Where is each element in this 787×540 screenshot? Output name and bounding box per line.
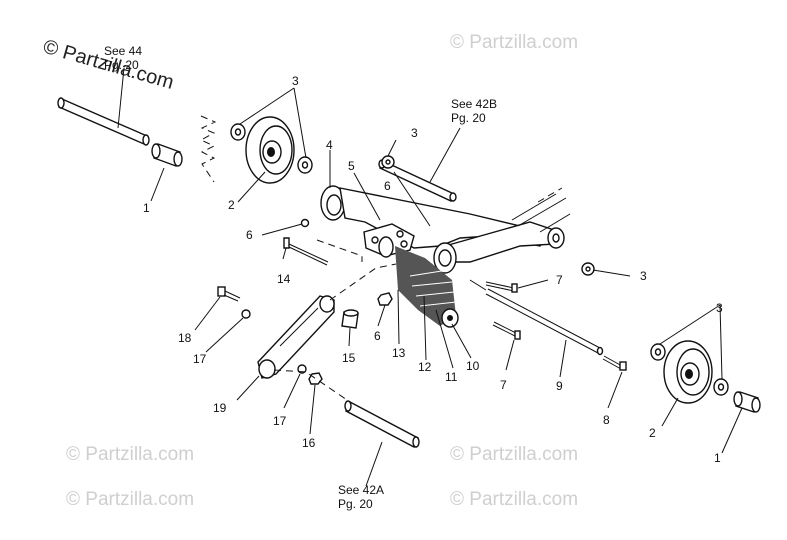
callout-14: 14: [277, 272, 291, 286]
callout-6-top: 6: [384, 179, 391, 193]
long-shaft: [469, 279, 604, 356]
ref-see-44-line1: See 44: [104, 44, 142, 58]
lower-link-arm: [257, 295, 335, 379]
callout-6-left: 6: [246, 228, 253, 242]
bolt-7-bottom: [492, 321, 521, 340]
ref-see-42a-line1: See 42A: [338, 483, 384, 497]
nut-6-lower: [377, 292, 393, 306]
callout-13: 13: [392, 346, 406, 360]
left-shaft: [57, 97, 150, 146]
bolt-14: [283, 237, 329, 266]
washer-17-top: [241, 309, 251, 319]
callout-2-right: 2: [649, 426, 656, 440]
callout-5: 5: [348, 159, 355, 173]
right-wheel: [663, 340, 713, 404]
bolt-7-top: [485, 281, 518, 293]
assembly-path-upper-right: [537, 187, 563, 203]
callout-3-mid: 3: [411, 126, 418, 140]
ref-see-42a-line2: Pg. 20: [338, 497, 373, 511]
washer-right-top: [581, 262, 595, 276]
callout-7-top: 7: [556, 273, 563, 287]
callout-1-right: 1: [714, 451, 721, 465]
callout-2-left: 2: [228, 198, 235, 212]
lower-shaft: [344, 400, 420, 448]
left-washer-inner: [297, 156, 313, 174]
right-washer-inner: [713, 378, 729, 396]
nut-16: [308, 372, 323, 385]
leader-lines: [117, 67, 743, 487]
watermark-bottom-left: © Partzilla.com: [66, 444, 194, 465]
callout-9: 9: [556, 379, 563, 393]
assembly-path-bolt: [316, 239, 363, 262]
callout-10: 10: [466, 359, 480, 373]
left-spacer-tube: [151, 143, 183, 167]
left-washer-outer: [230, 123, 246, 141]
callout-17-top: 17: [193, 352, 207, 366]
callout-16: 16: [302, 436, 316, 450]
bolt-8: [602, 355, 627, 371]
assembly-path-lower: [329, 263, 397, 301]
callout-11: 11: [445, 370, 458, 384]
nut-top: [300, 218, 310, 228]
callout-12: 12: [418, 360, 432, 374]
watermark-bottom-left-2: © Partzilla.com: [66, 489, 194, 510]
left-wheel: [245, 116, 295, 184]
callout-6-bottom: 6: [374, 329, 381, 343]
right-spacer-tube: [733, 391, 761, 413]
callout-15: 15: [342, 351, 356, 365]
callout-17-bottom: 17: [273, 414, 287, 428]
callout-4: 4: [326, 138, 333, 152]
right-washer-outer: [650, 343, 666, 361]
callout-18: 18: [178, 331, 192, 345]
watermark-group: © Partzilla.com © Partzilla.com © Partzi…: [66, 32, 578, 510]
callout-8: 8: [603, 413, 610, 427]
shock-spring: [378, 236, 459, 328]
ref-see-42b-line1: See 42B: [451, 97, 497, 111]
callout-19: 19: [213, 401, 227, 415]
callout-7-bottom: 7: [500, 378, 507, 392]
assembly-path-left: [199, 115, 217, 183]
watermark-bottom-right: © Partzilla.com: [450, 444, 578, 465]
callout-3-right: 3: [640, 269, 647, 283]
callout-3-top: 3: [292, 74, 299, 88]
ref-see-44-line2: Pg. 20: [104, 58, 139, 72]
watermark-top-right: © Partzilla.com: [450, 32, 578, 53]
ref-see-42b-line2: Pg. 20: [451, 111, 486, 125]
callout-3-far: 3: [716, 301, 723, 315]
bushing-15: [341, 309, 359, 329]
washer-17-bottom: [297, 364, 307, 374]
upper-washer: [381, 155, 395, 169]
watermark-bottom-right-2: © Partzilla.com: [450, 489, 578, 510]
bolt-18: [217, 286, 241, 302]
callout-1-left: 1: [143, 201, 150, 215]
